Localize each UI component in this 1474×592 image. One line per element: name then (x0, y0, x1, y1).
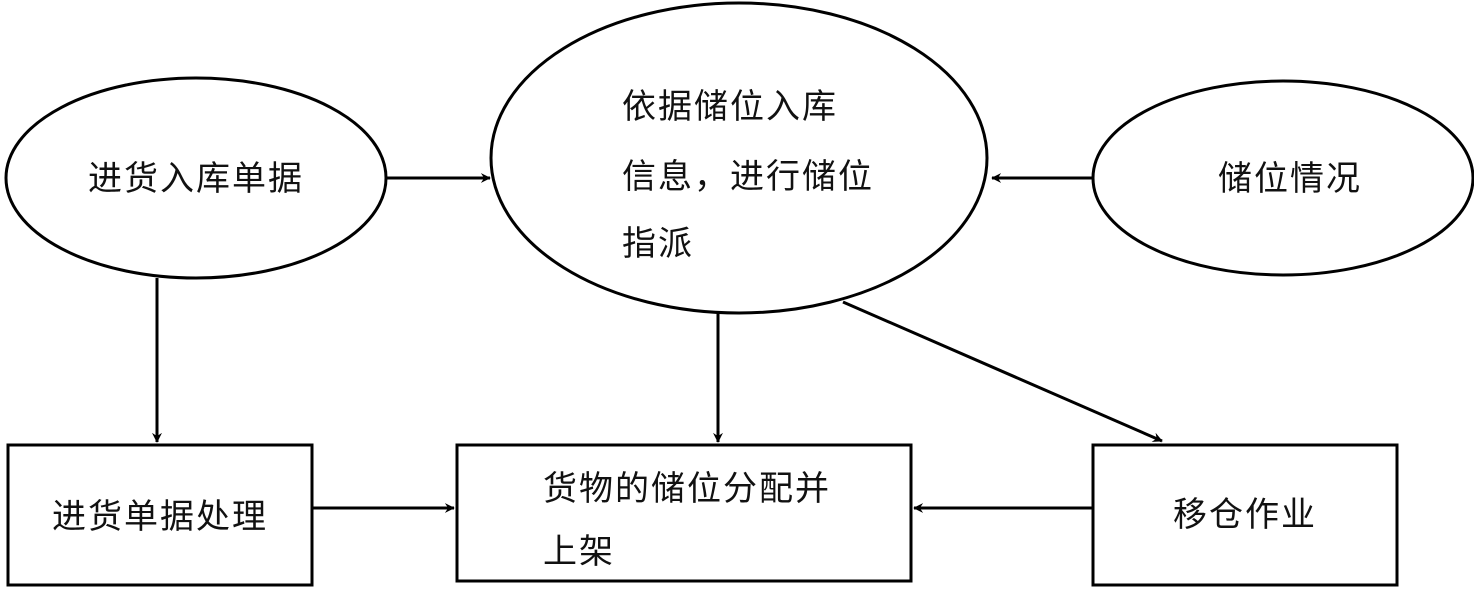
node-allocate-and-shelve-line-2: 上架 (543, 532, 615, 572)
node-inbound-document: 进货入库单据 (4, 76, 388, 280)
node-slot-assignment-ellipse (489, 1, 989, 315)
node-document-processing: 进货单据处理 (6, 443, 314, 587)
node-relocation: 移仓作业 (1091, 443, 1399, 587)
node-slot-status: 储位情况 (1091, 79, 1474, 277)
node-allocate-and-shelve-box (455, 443, 913, 583)
node-allocate-and-shelve-line-1: 货物的储位分配并 (543, 469, 831, 509)
edges-group (152, 173, 1163, 513)
node-slot-assignment: 依据储位入库 信息，进行储位 指派 (489, 1, 989, 315)
node-allocate-and-shelve: 货物的储位分配并 上架 (455, 443, 913, 583)
node-document-processing-box (6, 443, 314, 587)
node-inbound-document-ellipse (4, 76, 388, 280)
node-slot-status-ellipse (1091, 79, 1474, 277)
edge-slot-assignment-to-relocation (842, 300, 1163, 443)
node-slot-assignment-line-3: 指派 (622, 224, 694, 264)
node-slot-assignment-line-2: 信息，进行储位 (622, 157, 874, 197)
node-inbound-document-label: 进货入库单据 (88, 159, 304, 199)
node-slot-assignment-line-1: 依据储位入库 (622, 87, 838, 127)
node-slot-status-label: 储位情况 (1218, 159, 1362, 199)
node-document-processing-label: 进货单据处理 (52, 497, 268, 537)
node-relocation-box (1091, 443, 1399, 587)
node-relocation-label: 移仓作业 (1173, 495, 1317, 535)
